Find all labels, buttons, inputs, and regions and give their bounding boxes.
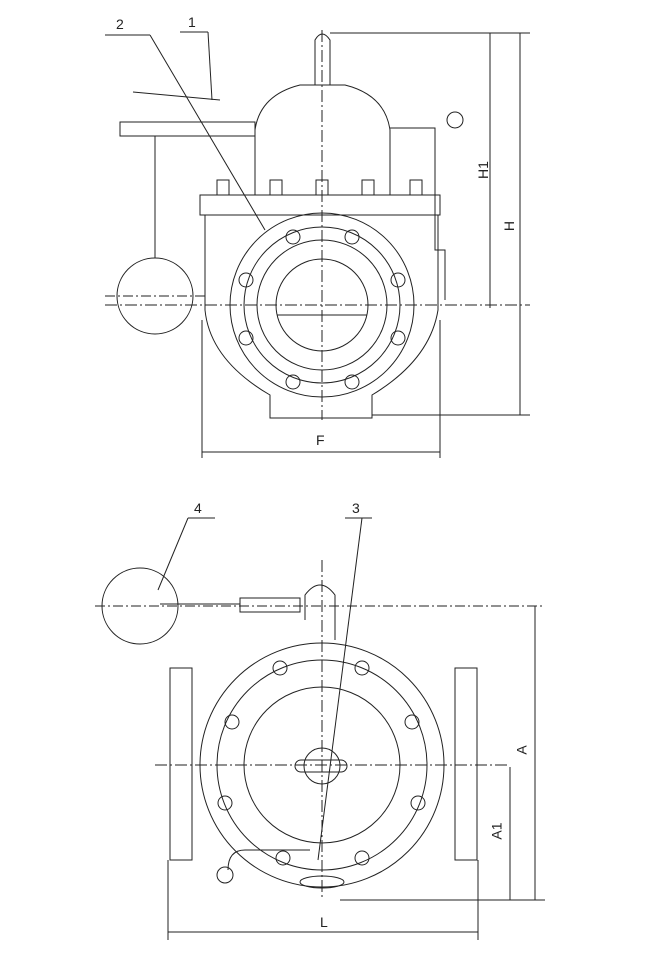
top-bolt: [390, 272, 406, 288]
bottom-small-ring: [216, 866, 234, 884]
dim-label-a: A: [513, 745, 530, 755]
bottom-bolt: [224, 714, 240, 730]
top-right-tube: [390, 127, 446, 300]
top-flange-plate: [199, 194, 441, 216]
top-pilot-pipe: [119, 121, 256, 137]
bottom-bolt: [217, 795, 233, 811]
dim-label-a1: A1: [488, 822, 505, 840]
callout-1: 1: [188, 14, 196, 30]
bottom-bolt: [354, 660, 370, 676]
top-bolt: [238, 272, 254, 288]
callout-3: 3: [352, 500, 360, 516]
leader-2: [149, 34, 266, 231]
bottom-bolt: [354, 850, 370, 866]
leader-3: [317, 517, 363, 861]
leader-1: [207, 31, 213, 101]
bottom-left-flange: [169, 667, 193, 861]
bottom-slot: [294, 759, 348, 773]
top-nut: [269, 179, 283, 196]
bottom-bolt: [272, 660, 288, 676]
bottom-bolt: [410, 795, 426, 811]
callout-2: 2: [116, 16, 124, 32]
bottom-view: [95, 517, 545, 940]
bottom-left-pipe: [227, 849, 310, 871]
top-body-outline: [204, 214, 439, 419]
dim-label-h: H: [501, 220, 518, 232]
top-bolt: [285, 374, 301, 390]
bottom-pilot-fitting: [239, 597, 301, 613]
top-nut: [409, 179, 423, 196]
dim-label-f: F: [316, 432, 325, 448]
callout-4: 4: [194, 500, 202, 516]
top-handwheel: [446, 111, 464, 129]
bottom-bolt: [404, 714, 420, 730]
top-bolt: [285, 229, 301, 245]
top-bolt: [238, 330, 254, 346]
top-nut: [216, 179, 230, 196]
top-bolt: [344, 374, 360, 390]
leader-4: [157, 517, 189, 591]
top-bolt: [344, 229, 360, 245]
bottom-bolt: [275, 850, 291, 866]
top-lever: [132, 91, 221, 101]
top-nut: [361, 179, 375, 196]
bottom-elbow: [304, 584, 336, 640]
dim-label-h1: H1: [474, 161, 491, 179]
bottom-right-flange: [454, 667, 478, 861]
top-bolt: [390, 330, 406, 346]
top-view: [105, 30, 530, 458]
top-float-ball: [116, 257, 194, 335]
dim-label-l: L: [320, 914, 328, 930]
